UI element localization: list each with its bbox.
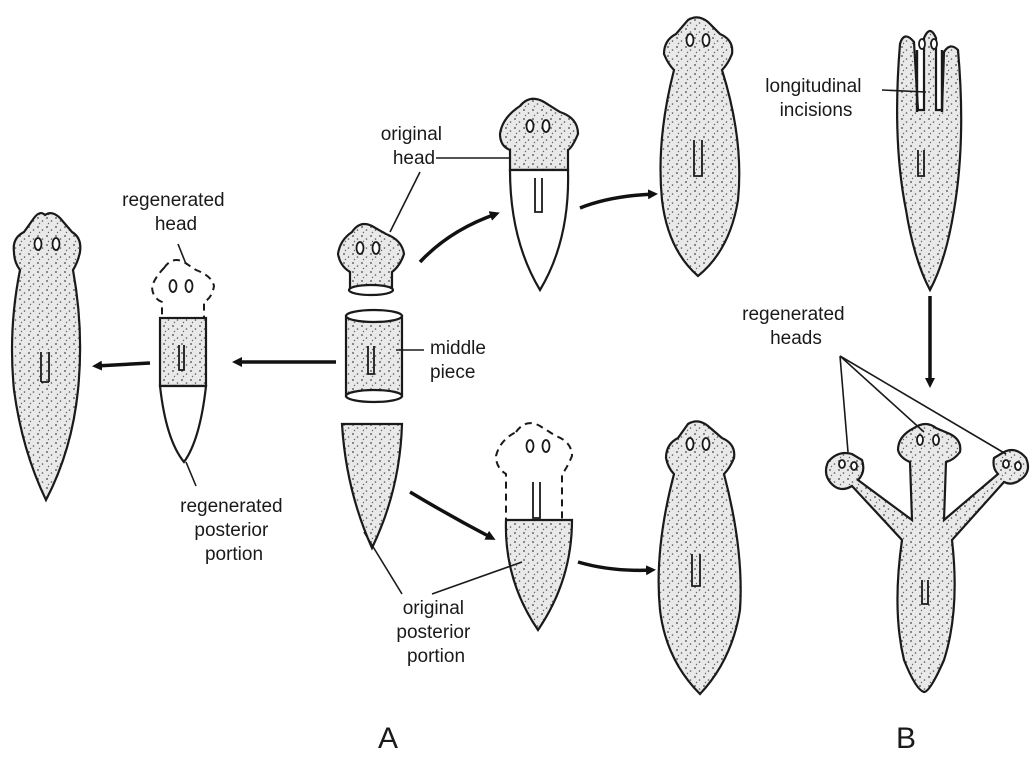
posterior-regenerating [496,423,572,630]
arrow-to-upper-whole [580,194,654,208]
label-regenerated-head: regenerated head [122,190,230,235]
label-middle-piece: middle piece [430,338,491,383]
label-original-head: original head [381,124,448,169]
worm-lower-whole [659,421,741,694]
panel-label-a: A [378,722,398,755]
original-middle-piece [346,310,402,402]
label-regenerated-heads: regenerated heads [742,304,850,349]
arrow-head-to-regenerating [420,214,496,262]
arrow-middle-to-whole [96,363,150,366]
label-original-posterior: original posterior portion [396,598,475,667]
label-regenerated-posterior: regenerated posterior portion [180,496,288,565]
head-regenerating [500,99,578,290]
label-longitudinal-incisions: longitudinal incisions [765,76,866,121]
middle-piece-regenerating [152,260,214,462]
original-posterior-piece [342,424,402,548]
worm-left-regenerated [12,213,80,500]
arrow-posterior-to-regenerating [410,492,492,538]
original-head-piece [338,224,404,295]
worm-incised [897,31,961,290]
arrow-to-lower-whole [578,562,652,570]
worm-upper-whole [661,17,740,276]
panel-label-b: B [896,722,916,755]
worm-multiheaded [826,424,1028,692]
